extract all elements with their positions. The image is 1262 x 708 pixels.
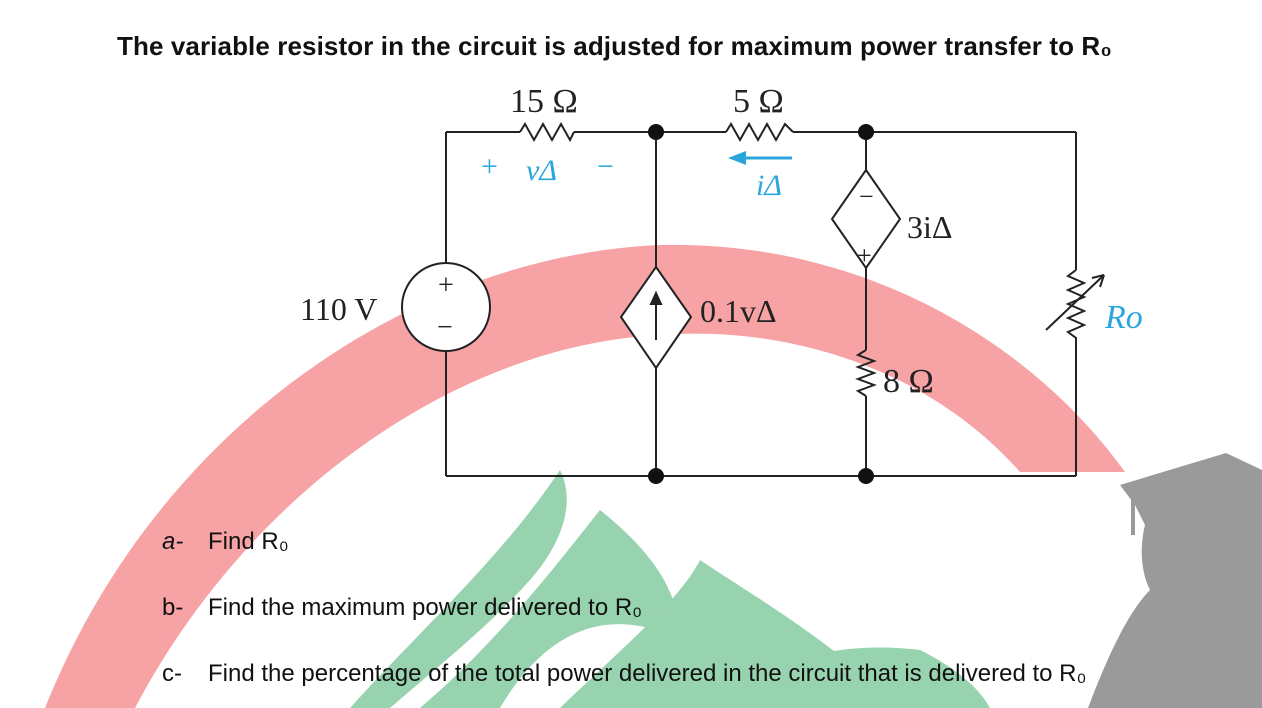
resistor-8-ohm xyxy=(855,349,877,397)
question-c-text: Find the percentage of the total power d… xyxy=(208,660,1087,687)
cccs-label: 0.1vΔ xyxy=(700,293,777,329)
source-plus-sign: + xyxy=(438,270,454,301)
v-delta-label: vΔ xyxy=(526,154,557,187)
ccvs-plus-sign: + xyxy=(857,241,872,270)
dependent-voltage-source xyxy=(830,168,902,270)
question-c-letter: c- xyxy=(162,660,182,687)
current-arrow-i-delta xyxy=(728,151,792,165)
node-top-middle xyxy=(648,124,664,140)
node-top-right xyxy=(858,124,874,140)
graduate-silhouette xyxy=(1088,453,1262,708)
variable-resistor-ro xyxy=(1065,269,1087,350)
question-a-letter: a- xyxy=(162,528,184,555)
v-delta-minus: − xyxy=(597,150,614,183)
node-bottom-right xyxy=(858,468,874,484)
red-arc-decoration xyxy=(45,244,1125,708)
ccvs-label: 3iΔ xyxy=(907,209,952,245)
source-voltage-label: 110 V xyxy=(300,291,377,327)
node-bottom-middle xyxy=(648,468,664,484)
v-delta-plus: + xyxy=(481,150,498,183)
i-delta-label: iΔ xyxy=(756,169,782,202)
question-a-text: Find R₀ xyxy=(208,528,289,555)
resistor-5-ohm-label: 5 Ω xyxy=(733,83,784,120)
resistor-15-ohm-label: 15 Ω xyxy=(510,83,578,120)
resistor-15-ohm xyxy=(519,121,575,143)
question-b-text: Find the maximum power delivered to R₀ xyxy=(208,594,643,621)
question-b-letter: b- xyxy=(162,594,184,621)
resistor-5-ohm xyxy=(725,121,794,143)
voltage-source-110v xyxy=(401,262,491,352)
source-minus-sign: − xyxy=(437,312,453,343)
resistor-8-ohm-label: 8 Ω xyxy=(883,363,934,400)
variable-resistor-arrow xyxy=(1045,274,1105,331)
question-a: a- Find R₀ xyxy=(162,528,289,556)
question-c: c- Find the percentage of the total power… xyxy=(162,660,1086,688)
ccvs-minus-sign: − xyxy=(859,182,874,211)
question-b: b- Find the maximum power delivered to R₀ xyxy=(162,594,642,622)
problem-title: The variable resistor in the circuit is … xyxy=(117,31,1113,62)
green-leaf-decoration xyxy=(350,470,990,708)
ro-label: Ro xyxy=(1104,299,1143,336)
